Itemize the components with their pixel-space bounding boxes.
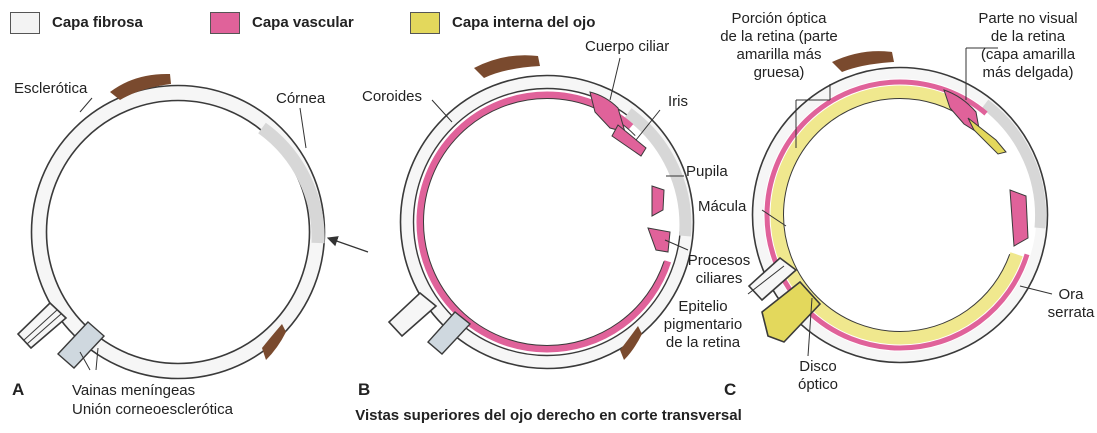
label-optic-retina-line-2: de la retina (parte xyxy=(720,28,838,45)
label-iris: Iris xyxy=(668,93,688,110)
eye-c-optic-disc-pointer xyxy=(807,297,813,357)
eye-b-muscle-bottom xyxy=(620,326,642,360)
eye-a-sclera-pointer xyxy=(79,97,93,113)
label-optic-retina-line-1: Porción óptica xyxy=(731,10,827,27)
eye-a-meningeal-sheath xyxy=(56,321,106,369)
eye-c-epithelium-pointer xyxy=(747,265,785,295)
eye-a-optic-nerve-line-1 xyxy=(23,309,58,341)
legend-label-fibrous: Capa fibrosa xyxy=(52,14,143,31)
label-optic-disc-line-2: óptico xyxy=(797,376,839,393)
label-choroid: Coroides xyxy=(362,88,423,105)
label-optic-retina-line-4: gruesa) xyxy=(753,64,805,81)
eye-b-cornea xyxy=(624,108,692,237)
eye-a-muscle-top xyxy=(110,73,171,100)
label-optic-disc-line-1: Disco xyxy=(799,358,837,375)
label-nonvisual-retina-line-3: (capa amarilla xyxy=(980,46,1076,63)
eye-c-nonvisual-retina xyxy=(967,117,1007,155)
panel-letter-a: A xyxy=(12,380,25,399)
eye-c-sclera-outer-line xyxy=(751,66,1049,364)
label-meningeal-sheaths: Vainas meníngeas xyxy=(72,382,196,399)
label-cornea: Córnea xyxy=(276,90,326,107)
label-ora-serrata-line-1: Ora xyxy=(1058,286,1084,303)
eye-b-ciliary-process xyxy=(647,227,671,253)
eye-a-cornea xyxy=(258,122,325,244)
label-macula: Mácula xyxy=(698,198,747,215)
eye-c-retina-inner-line xyxy=(783,98,1017,332)
eye-b-ciliary-body xyxy=(589,91,626,133)
label-pupil: Pupila xyxy=(686,163,728,180)
panel-letter-c: C xyxy=(724,380,737,399)
label-pigment-epithelium-line-1: Epitelio xyxy=(678,298,728,315)
label-pigment-epithelium-line-3: de la retina xyxy=(665,334,741,351)
label-ora-serrata-line-2: serrata xyxy=(1047,304,1095,321)
eye-b-sclera-outer-line xyxy=(399,74,695,370)
label-optic-retina-line-3: amarilla más xyxy=(736,46,822,63)
eye-c-cornea xyxy=(981,99,1047,229)
eye-b-muscle-top xyxy=(474,55,540,78)
legend-swatch-inner xyxy=(410,12,440,34)
eye-b xyxy=(387,55,695,370)
eye-b-iris-upper xyxy=(611,124,647,157)
eye-a-sheath-pointer-1 xyxy=(79,351,91,371)
label-nonvisual-retina-line-4: más delgada) xyxy=(982,64,1074,81)
eye-c xyxy=(747,47,1053,364)
label-nonvisual-retina-line-1: Parte no visual xyxy=(978,10,1078,27)
eye-c-choroid xyxy=(764,79,1036,351)
eye-b-optic-nerve xyxy=(387,291,438,338)
eye-a-optic-nerve xyxy=(16,301,68,350)
label-ciliary-processes: Procesos ciliares xyxy=(686,252,752,288)
eye-b-choroid-outline xyxy=(423,98,671,346)
label-corneoscleral-junction: Unión corneoesclerótica xyxy=(72,401,233,418)
label-ciliary-body: Cuerpo ciliar xyxy=(585,38,670,55)
eye-a-sclera-inner-line xyxy=(45,99,311,365)
label-optic-disc: Disco óptico xyxy=(788,358,848,394)
legend-label-inner: Capa interna del ojo xyxy=(452,14,596,31)
eye-c-optic-disc xyxy=(761,280,822,343)
eye-b-choroid xyxy=(416,91,678,353)
eye-c-muscle-top xyxy=(832,51,894,72)
legend-swatch-vascular xyxy=(210,12,240,34)
eye-c-macula-pointer xyxy=(761,209,787,227)
eye-b-processes-pointer xyxy=(664,239,689,251)
label-nonvisual-retina-line-2: de la retina xyxy=(990,28,1066,45)
eye-a-sheath-pointer-2 xyxy=(95,347,99,371)
legend-label-vascular: Capa vascular xyxy=(252,14,354,31)
eye-c-iris-lower xyxy=(1009,189,1029,247)
eye-c-ora-pointer xyxy=(1019,285,1053,295)
eye-b-meningeal-sheath xyxy=(426,311,472,355)
label-nonvisual-retina: Parte no visual de la retina (capa amari… xyxy=(966,10,1090,82)
label-pigment-epithelium-line-2: pigmentario xyxy=(663,316,743,333)
eye-b-iris-pointer xyxy=(635,109,661,141)
eye-c-retina-optic xyxy=(770,85,1030,345)
eye-a-optic-nerve-line-2 xyxy=(26,313,62,345)
eye-b-iris-lower xyxy=(651,185,665,217)
label-sclera: Esclerótica xyxy=(14,80,88,97)
eye-c-optic-nerve xyxy=(747,256,798,302)
label-ciliary-processes-line-2: ciliares xyxy=(695,270,743,287)
eye-b-ciliary-body-pointer xyxy=(609,57,621,101)
eye-a xyxy=(16,73,369,380)
label-ora-serrata: Ora serrata xyxy=(1046,286,1096,322)
eye-a-muscle-bottom xyxy=(262,324,286,360)
figure-caption: Vistas superiores del ojo derecho en cor… xyxy=(355,407,742,424)
eye-b-choroid-pointer xyxy=(431,99,453,123)
eye-a-cornea-pointer xyxy=(299,107,307,149)
panel-letter-b: B xyxy=(358,380,371,399)
eye-a-junction-arrow xyxy=(326,236,369,253)
label-optic-retina: Porción óptica de la retina (parte amari… xyxy=(704,10,854,82)
label-pigment-epithelium: Epitelio pigmentario de la retina xyxy=(650,298,756,352)
legend-swatch-fibrous xyxy=(10,12,40,34)
label-ciliary-processes-line-1: Procesos xyxy=(687,252,751,269)
